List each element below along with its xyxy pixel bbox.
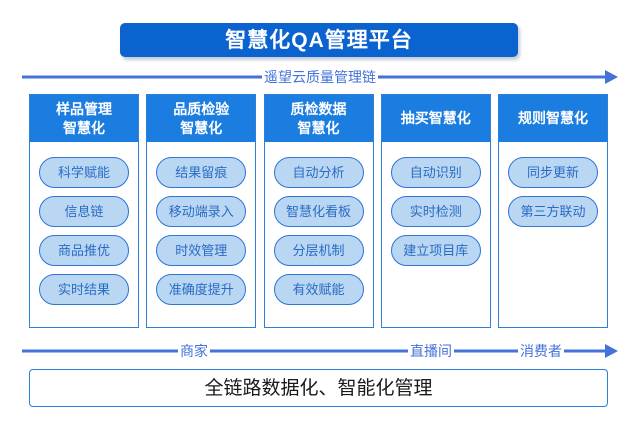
capability-pill[interactable]: 信息链: [39, 196, 129, 227]
column-item-list: 结果留痕 移动端录入 时效管理 准确度提升: [147, 142, 255, 305]
capability-column-sample-management: 样品管理 智慧化 科学赋能 信息链 商品推优 实时结果: [29, 94, 139, 328]
capability-pill[interactable]: 第三方联动: [508, 196, 598, 227]
column-header: 样品管理 智慧化: [30, 95, 138, 142]
capability-pill[interactable]: 实时检测: [390, 196, 481, 227]
stage-label-merchant: 商家: [178, 343, 210, 359]
capability-pill[interactable]: 准确度提升: [156, 274, 247, 305]
arrow-head-icon: [605, 344, 618, 358]
capability-pill[interactable]: 科学赋能: [39, 157, 129, 188]
arrow-line: [22, 349, 605, 353]
column-header-label: 抽买智慧化: [400, 110, 471, 126]
column-header: 规则智慧化: [499, 95, 607, 142]
column-header: 品质检验 智慧化: [147, 95, 256, 142]
column-header: 抽买智慧化: [381, 95, 490, 142]
column-header-label: 规则智慧化: [518, 110, 588, 126]
capability-pill[interactable]: 自动识别: [390, 157, 481, 188]
column-header-label: 样品管理 智慧化: [56, 100, 112, 136]
stage-label-liveroom: 直播间: [408, 343, 454, 359]
capability-column-rules: 规则智慧化 同步更新 第三方联动: [498, 94, 608, 328]
capability-pill[interactable]: 商品推优: [39, 235, 129, 266]
column-item-list: 自动分析 智慧化看板 分层机制 有效赋能: [265, 142, 373, 305]
capability-pill[interactable]: 智慧化看板: [273, 196, 364, 227]
capability-pill[interactable]: 同步更新: [508, 157, 598, 188]
capability-pill[interactable]: 结果留痕: [156, 157, 247, 188]
column-header: 质检数据 智慧化: [264, 95, 373, 142]
column-header-label: 质检数据 智慧化: [290, 100, 347, 136]
arrow-head-icon: [605, 70, 618, 84]
capability-column-quality-inspection: 品质检验 智慧化 结果留痕 移动端录入 时效管理 准确度提升: [146, 94, 257, 328]
summary-banner: 全链路数据化、智能化管理: [29, 369, 608, 407]
capability-columns: 样品管理 智慧化 科学赋能 信息链 商品推优 实时结果 品质检验 智慧化 结果留…: [29, 94, 608, 328]
page-title: 智慧化QA管理平台: [225, 28, 413, 52]
quality-chain-label: 遥望云质量管理链: [262, 69, 378, 85]
column-item-list: 同步更新 第三方联动: [499, 142, 607, 227]
value-chain-arrow: 商家 直播间 消费者: [22, 340, 618, 362]
summary-banner-label: 全链路数据化、智能化管理: [204, 377, 433, 399]
capability-pill[interactable]: 建立项目库: [390, 235, 481, 266]
quality-chain-arrow: 遥望云质量管理链: [22, 66, 618, 88]
capability-column-inspection-data: 质检数据 智慧化 自动分析 智慧化看板 分层机制 有效赋能: [263, 94, 374, 328]
column-item-list: 自动识别 实时检测 建立项目库: [382, 142, 490, 266]
platform-title-banner: 智慧化QA管理平台: [120, 23, 518, 57]
capability-pill[interactable]: 移动端录入: [156, 196, 247, 227]
capability-pill[interactable]: 自动分析: [273, 157, 364, 188]
capability-pill[interactable]: 有效赋能: [273, 274, 364, 305]
column-header-label: 品质检验 智慧化: [173, 100, 230, 136]
capability-column-sample-purchase: 抽买智慧化 自动识别 实时检测 建立项目库: [380, 94, 491, 328]
capability-pill[interactable]: 分层机制: [273, 235, 364, 266]
stage-label-consumer: 消费者: [518, 343, 564, 359]
column-item-list: 科学赋能 信息链 商品推优 实时结果: [30, 142, 138, 305]
capability-pill[interactable]: 实时结果: [39, 274, 129, 305]
capability-pill[interactable]: 时效管理: [156, 235, 247, 266]
